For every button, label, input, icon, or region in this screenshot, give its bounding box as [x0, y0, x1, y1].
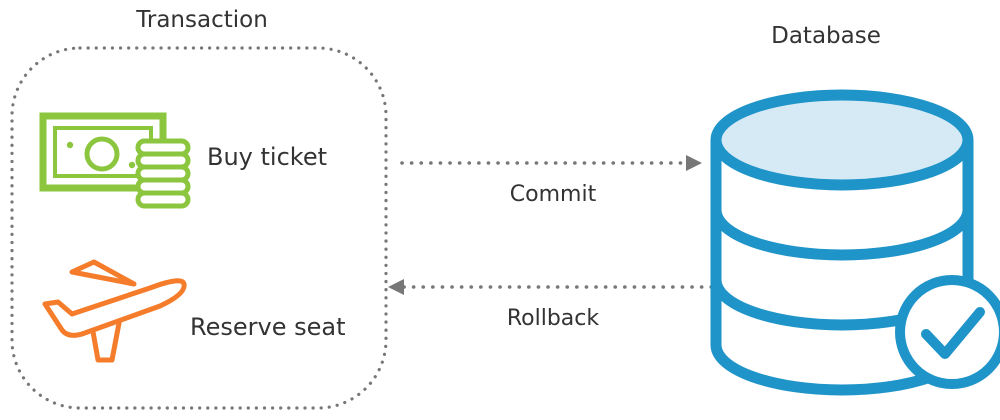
rollback-label: Rollback: [507, 306, 600, 331]
commit-arrow: [400, 155, 702, 171]
database-title: Database: [771, 23, 881, 49]
checkmark-circle-icon: [895, 275, 1000, 389]
rollback-arrow: [388, 279, 714, 295]
airplane-icon: [42, 259, 187, 363]
step-label-buy-ticket: Buy ticket: [207, 143, 327, 171]
transaction-boundary: [10, 46, 388, 410]
database-group: Database: [710, 23, 1000, 396]
step-label-reserve-seat: Reserve seat: [190, 313, 345, 341]
transaction-group: Transaction Buy ticket Reserve seat: [10, 7, 388, 410]
commit-label: Commit: [510, 182, 597, 207]
transaction-title: Transaction: [135, 7, 268, 33]
money-coins-icon: [39, 112, 191, 209]
